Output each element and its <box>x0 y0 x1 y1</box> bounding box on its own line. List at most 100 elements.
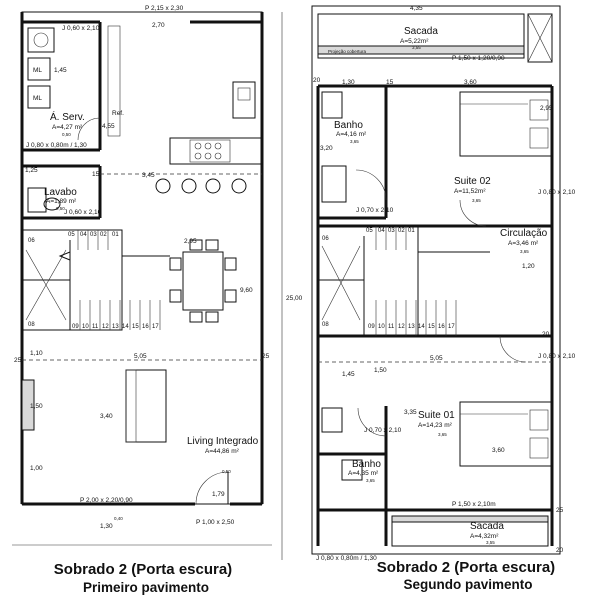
dim-r-15: 15 <box>386 79 394 86</box>
window-left-living <box>21 379 35 431</box>
door-suite01-swing-icon <box>499 335 527 363</box>
stair-r-step-02: 02 <box>398 228 405 234</box>
bar-stools-icon <box>155 178 247 194</box>
front-door-swing-icon <box>195 471 229 505</box>
room-banho-bot-level: 3,65 <box>366 478 375 483</box>
basin-bot-icon <box>341 459 363 481</box>
stair-step-01: 01 <box>112 232 119 238</box>
caption-right-floor: Segundo pavimento <box>403 577 532 592</box>
stairs-second-floor <box>317 225 490 337</box>
shower-top-icon <box>321 165 347 203</box>
dim-r-20c: 20 <box>556 547 564 554</box>
label-refrigerator: Ref. <box>112 110 124 117</box>
dim-r-win-circ: J 0,80 x 2,10 <box>538 353 576 360</box>
dim-25b: 25 <box>262 353 270 360</box>
door-banho-top-swing-icon <box>355 169 387 201</box>
dim-door-back: P 2,00 x 2,20/0,90 <box>80 497 133 504</box>
room-area-servico-area: A=4,27 m² <box>52 124 83 131</box>
dim-r-435: 4,35 <box>410 5 423 12</box>
stair-r-step-08: 08 <box>322 322 329 328</box>
tank-icon <box>27 27 55 53</box>
room-sacada-bot-level: 3,55 <box>486 540 495 545</box>
washer-icon <box>27 57 51 81</box>
dim-505: 5,05 <box>134 353 147 360</box>
projecao-cobertura-strip <box>317 45 525 55</box>
toilet-bot-icon <box>321 407 343 433</box>
dim-r-win-suite02: J 0,80 x 2,10 <box>538 189 576 196</box>
dim-window-lav: J 0,60 x 2,10 <box>64 209 102 216</box>
stair-r-step-01: 01 <box>408 228 415 234</box>
room-banho-top-level: 3,65 <box>350 139 359 144</box>
stair-step-11: 11 <box>92 324 99 330</box>
stair-r-step-12: 12 <box>398 324 405 330</box>
plan-second-floor: 06 05 04 03 02 01 08 09 10 11 12 13 14 1… <box>311 5 576 592</box>
tank-drain-icon <box>33 32 49 48</box>
room-sacada-top-area: A=5,22m² <box>400 38 429 45</box>
serv-door-swing-icon <box>77 117 101 141</box>
cooktop-icon <box>189 139 231 163</box>
room-living-area: A=44,86 m² <box>205 448 240 455</box>
dim-r-360b: 3,60 <box>492 447 505 454</box>
sofa-back-icon <box>125 369 137 443</box>
dim-level-ext: 0,40 <box>114 516 123 521</box>
dim-r-130: 1,30 <box>342 79 355 86</box>
room-suite01-level: 3,65 <box>438 432 447 437</box>
room-banho-bot: Banho <box>352 459 381 470</box>
dim-270: 2,70 <box>152 22 165 29</box>
dining-table-icon <box>169 239 237 323</box>
room-banho-bot-area: A=4,35 m² <box>348 470 379 477</box>
dim-top-door: P 2,15 x 2,30 <box>145 5 184 12</box>
dryer-label: ML <box>33 95 42 102</box>
dryer-icon <box>27 85 51 109</box>
dim-455: 4,55 <box>102 123 115 130</box>
room-circulacao-area: A=3,46 m² <box>508 240 539 247</box>
room-living: Living Integrado <box>187 436 259 447</box>
stair-r-step-13: 13 <box>408 324 415 330</box>
dim-r-120: 1,20 <box>522 263 535 270</box>
dim-r-window-bottom: J 0,80 x 0,80m / 1,30 <box>316 555 377 562</box>
room-sacada-top: Sacada <box>404 26 438 37</box>
dim-125: 1,25 <box>25 167 38 174</box>
dim-179: 1,79 <box>212 491 225 498</box>
stair-step-04: 04 <box>80 232 87 238</box>
sacada-top-outline <box>317 13 525 59</box>
dim-r-20b: 20 <box>542 331 550 338</box>
dim-r-25: 25 <box>556 507 564 514</box>
stair-step-15: 15 <box>132 324 139 330</box>
room-sacada-bot-area: A=4,32m² <box>470 533 499 540</box>
stair-r-step-06: 06 <box>322 236 329 242</box>
dim-window-serv-b: J 0,80 x 0,80m / 1,30 <box>26 142 87 149</box>
stair-r-step-14: 14 <box>418 324 425 330</box>
stair-step-13: 13 <box>112 324 119 330</box>
dim-r-320: 3,20 <box>320 145 333 152</box>
dim-r-150: 1,50 <box>374 367 387 374</box>
stair-r-step-16: 16 <box>438 324 445 330</box>
room-area-servico-level: 0,50 <box>62 132 71 137</box>
dim-r-win-banho: J 0,70 x 2,10 <box>356 207 394 214</box>
room-sacada-bot: Sacada <box>470 521 504 532</box>
stair-r-step-10: 10 <box>378 324 385 330</box>
room-circulacao: Circulação <box>500 228 548 239</box>
stair-r-step-11: 11 <box>388 324 395 330</box>
room-suite02: Suite 02 <box>454 176 491 187</box>
dim-145: 1,45 <box>54 67 67 74</box>
sofa-icon <box>125 369 167 443</box>
stair-step-12: 12 <box>102 324 109 330</box>
shaft-box <box>527 13 553 63</box>
label-projecao-cobertura: Projeção cobertura <box>328 49 367 54</box>
stair-step-08: 08 <box>28 322 35 328</box>
dim-door-front: P 1,00 x 2,50 <box>196 519 235 526</box>
stair-step-05: 05 <box>68 232 75 238</box>
dim-total-length: 25,00 <box>286 295 303 302</box>
room-living-level: 0,50 <box>222 469 231 474</box>
caption-left-title: Sobrado 2 (Porta escura) <box>54 561 232 578</box>
stair-step-06: 06 <box>28 238 35 244</box>
stair-r-step-17: 17 <box>448 324 455 330</box>
kitchen-island <box>169 137 263 165</box>
stair-step-16: 16 <box>142 324 149 330</box>
sink-icon <box>232 81 256 119</box>
dim-r-door-sacada: P 1,50 x 1,20/0,90 <box>452 55 505 62</box>
room-lavabo-area: A=1,89 m² <box>46 198 77 205</box>
outer-outline-right <box>311 5 561 555</box>
